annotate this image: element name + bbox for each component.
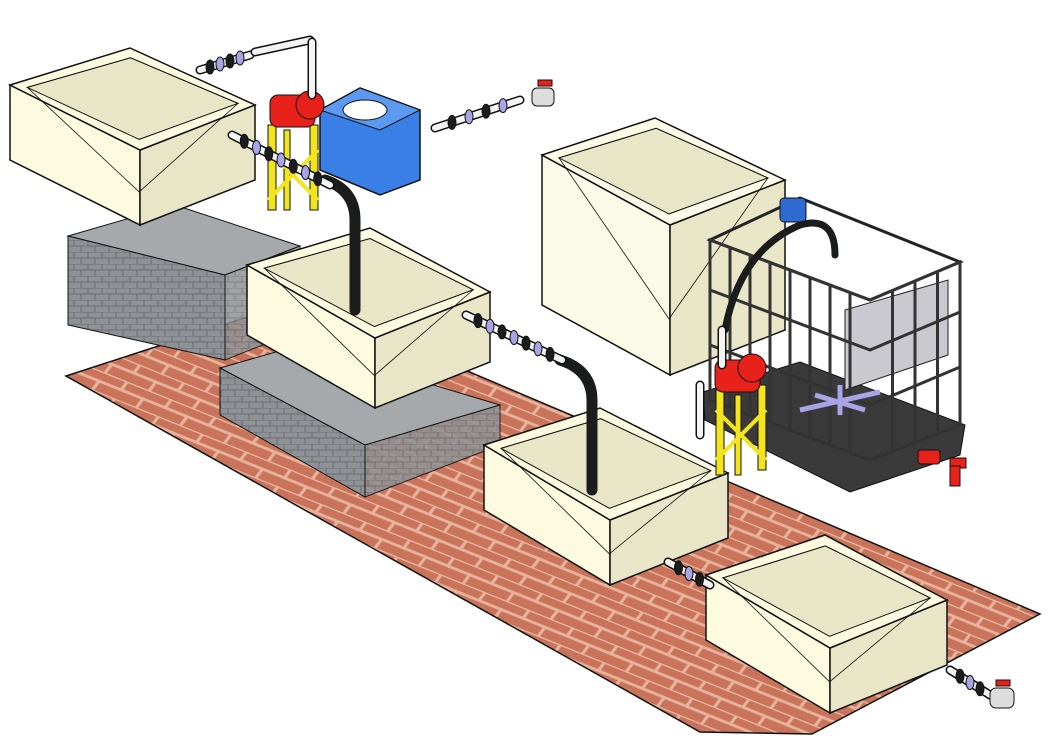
- pipe-top-riser: [250, 35, 315, 57]
- pipe-tank1-outlet: [227, 130, 335, 190]
- tank-3: [482, 407, 730, 587]
- ibc-agitator: [799, 385, 881, 415]
- ibc-pump-small: [779, 197, 807, 223]
- blue-container: [318, 87, 422, 196]
- tank-1: [7, 47, 257, 227]
- tank-2: [245, 227, 492, 410]
- hose-2: [554, 354, 598, 496]
- valve-top: [531, 79, 555, 107]
- pipe-tank3-outlet: [663, 557, 715, 590]
- pump-1: [269, 90, 325, 128]
- valve-outlet: [989, 679, 1015, 709]
- big-tank: [540, 117, 787, 377]
- pipe-tank4-outlet: [945, 665, 995, 700]
- ibc-tap: [917, 449, 967, 487]
- pipe-parts-row: [430, 95, 525, 133]
- tank-4: [704, 534, 949, 715]
- pipe-tank2-outlet: [461, 310, 567, 365]
- pump-stand-2: [714, 384, 768, 476]
- pump-2: [714, 353, 767, 393]
- pipe-top-parts: [195, 50, 255, 75]
- hose-ibc: [721, 219, 839, 334]
